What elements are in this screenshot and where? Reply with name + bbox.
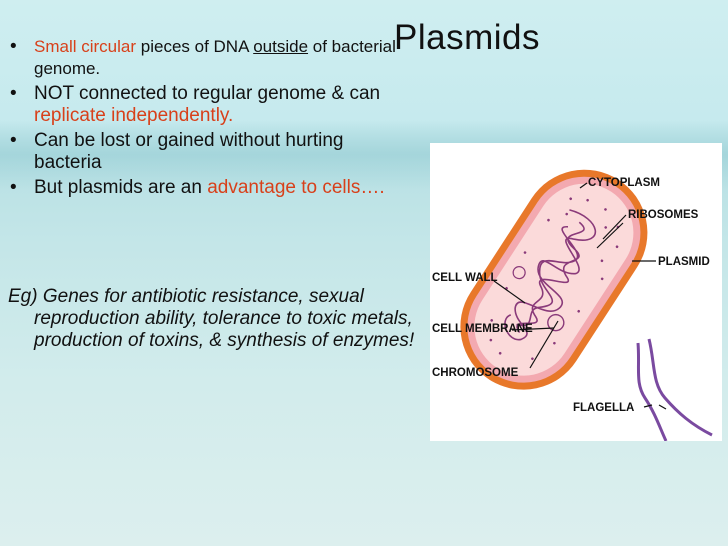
bacterium-illustration: CYTOPLASM RIBOSOMES PLASMID CELL WALL CE… [432,169,713,441]
bullet-item-1: • Small circular pieces of DNA outside o… [8,36,408,80]
bullet-text: of bacterial genome. [34,37,396,78]
chromosome-shape [504,209,596,341]
bullet-text: But plasmids are an [34,177,208,198]
flagella-shape [636,338,713,441]
bullet-list: • Small circular pieces of DNA outside o… [8,36,408,202]
label-plasmid: PLASMID [658,256,710,268]
highlight-text: advantage to cells…. [207,177,385,198]
bullet-dot: • [10,83,17,104]
bullet-dot: • [10,36,17,57]
underlined-text: outside [253,37,309,56]
label-lines [493,182,667,410]
label-cytoplasm: CYTOPLASM [588,177,660,189]
bullet-dot: • [10,130,17,151]
cytoplasm-shape [474,183,634,376]
example-text: Eg) Genes for antibiotic resistance, sex… [8,286,415,351]
bullet-text: NOT connected to regular genome & can [34,83,381,104]
bullet-dot: • [10,177,17,198]
highlight-text: replicate independently. [34,105,234,126]
ribosome-dots [489,197,620,361]
bullet-text: Can be lost or gained without hurting ba… [34,130,344,173]
bacterium-diagram: CYTOPLASM RIBOSOMES PLASMID CELL WALL CE… [430,143,722,441]
bullet-item-2: • NOT connected to regular genome & can … [8,83,408,127]
label-cell-membrane: CELL MEMBRANE [432,323,533,335]
slide-title: Plasmids [394,18,540,57]
plasmid-ring [512,266,526,280]
bullet-item-4: • But plasmids are an advantage to cells… [8,177,408,199]
plasmid-ring [547,313,565,332]
highlight-text: Small circular [34,37,137,56]
bullet-text: pieces of DNA [136,37,254,56]
label-cell-wall: CELL WALL [432,272,498,284]
bullet-item-3: • Can be lost or gained without hurting … [8,130,408,174]
label-ribosomes: RIBOSOMES [628,209,699,221]
label-chromosome: CHROMOSOME [432,367,519,379]
label-flagella: FLAGELLA [573,402,634,414]
